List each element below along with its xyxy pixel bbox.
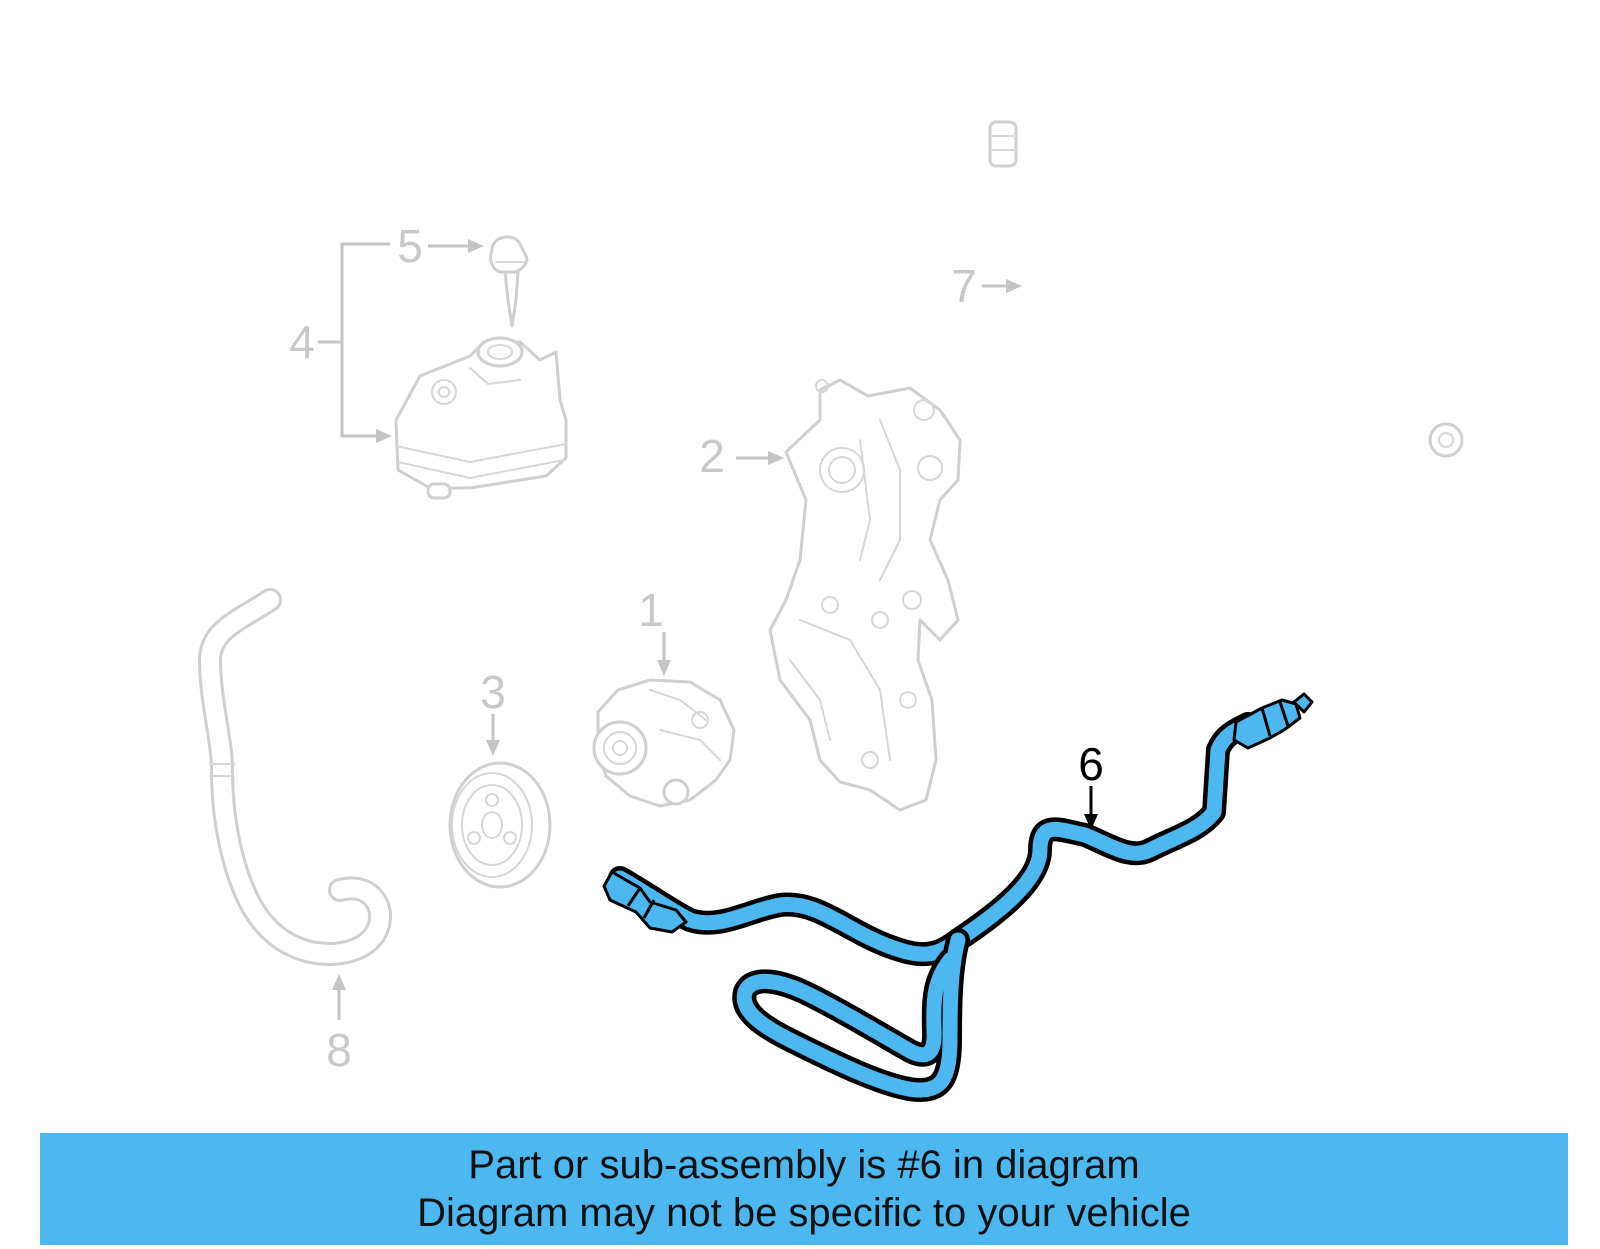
part-7-return-hose[interactable]: [734, 56, 1464, 486]
part-1-steering-pump[interactable]: [592, 678, 736, 808]
part-4-reservoir[interactable]: [394, 336, 568, 500]
svg-text:2: 2: [699, 430, 725, 482]
part-6-pressure-hose[interactable]: [602, 692, 1314, 1102]
callout-5: 5: [397, 220, 484, 272]
hose-end-fitting-left: [602, 870, 688, 934]
svg-text:6: 6: [1078, 738, 1104, 790]
callout-6: 6: [1078, 738, 1104, 830]
callout-8: 8: [326, 974, 352, 1076]
callout-4: 4: [289, 242, 392, 443]
callout-7: 7: [951, 260, 1022, 312]
banner-line-part-number: Part or sub-assembly is #6 in diagram: [468, 1143, 1140, 1187]
info-banner: Part or sub-assembly is #6 in diagram Di…: [40, 1133, 1568, 1245]
part-2-bracket[interactable]: [768, 378, 962, 812]
svg-text:5: 5: [397, 220, 423, 272]
svg-text:3: 3: [480, 666, 506, 718]
callout-1: 1: [638, 584, 671, 676]
svg-text:7: 7: [951, 260, 977, 312]
part-8-supply-hose[interactable]: [198, 588, 392, 966]
callout-2: 2: [699, 430, 784, 482]
svg-text:1: 1: [638, 584, 664, 636]
part-5-reservoir-cap[interactable]: [489, 235, 529, 328]
hose-end-fitting-right: [1232, 692, 1314, 750]
part-3-pulley[interactable]: [448, 761, 552, 889]
callout-3: 3: [480, 666, 506, 756]
banner-line-disclaimer: Diagram may not be specific to your vehi…: [417, 1191, 1191, 1235]
svg-text:8: 8: [326, 1024, 352, 1076]
svg-text:4: 4: [289, 316, 315, 368]
